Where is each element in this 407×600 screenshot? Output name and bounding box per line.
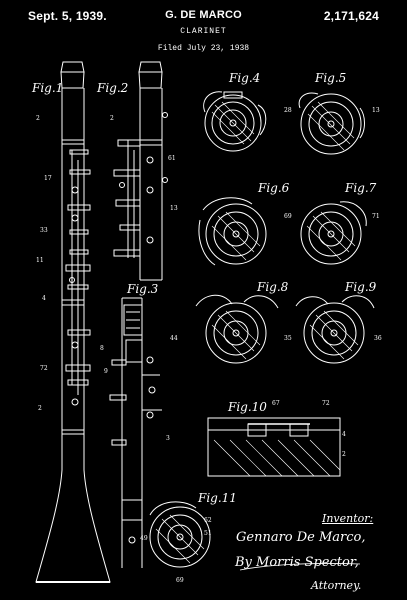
svg-text:17: 17	[44, 175, 52, 182]
attorney-caption: Attorney.	[311, 579, 362, 592]
svg-text:3: 3	[166, 435, 170, 442]
svg-text:11: 11	[36, 257, 44, 264]
svg-text:61: 61	[168, 155, 176, 162]
fig6-label: Fig.6	[257, 181, 290, 195]
reference-numerals: 2 2 17 33 11 4 72 2 8 9 61 13 44 3 28 13…	[36, 107, 382, 584]
svg-text:33: 33	[40, 227, 48, 234]
fig8-label: Fig.8	[256, 280, 289, 294]
signature-flourish	[239, 563, 361, 571]
svg-text:69: 69	[176, 577, 184, 584]
inventor-caption: Inventor:	[322, 512, 374, 525]
svg-text:2: 2	[36, 115, 40, 122]
key-ring-fig6-drawing	[198, 197, 267, 266]
fig2-label: Fig.2	[96, 81, 128, 95]
attorney-signature: By Morris Spector,	[235, 555, 359, 570]
svg-text:62: 62	[204, 517, 212, 524]
svg-text:8: 8	[100, 345, 104, 352]
filing-date: Filed July 23, 1938	[157, 44, 250, 53]
patent-date: Sept. 5, 1939.	[28, 9, 107, 23]
patent-title: CLARINET	[180, 27, 227, 36]
fig11-label: Fig.11	[197, 491, 237, 505]
svg-text:36: 36	[374, 335, 382, 342]
svg-text:72: 72	[322, 400, 330, 407]
svg-text:2: 2	[342, 451, 346, 458]
svg-text:72: 72	[40, 365, 48, 372]
patent-number: 2,171,624	[323, 9, 379, 23]
key-ring-fig4-drawing	[203, 91, 267, 152]
fig9-label: Fig.9	[344, 280, 377, 294]
svg-text:71: 71	[372, 213, 380, 220]
svg-text:9: 9	[104, 368, 108, 375]
fig7-label: Fig.7	[344, 181, 377, 195]
key-ring-fig7-drawing	[300, 201, 367, 265]
key-ring-fig11-drawing	[149, 501, 211, 568]
svg-text:69: 69	[284, 213, 292, 220]
fig1-label: Fig.1	[31, 81, 63, 95]
svg-text:4: 4	[342, 431, 346, 438]
key-ring-fig5-drawing	[298, 92, 365, 155]
fig10-label: Fig.10	[227, 400, 267, 414]
svg-text:4: 4	[42, 295, 46, 302]
key-ring-fig9-drawing	[295, 295, 375, 364]
fig4-label: Fig.4	[228, 71, 260, 85]
clarinet-fig1-drawing	[35, 61, 111, 583]
inventor-header: G. DE MARCO	[165, 9, 242, 21]
svg-text:2: 2	[38, 405, 42, 412]
svg-text:28: 28	[284, 107, 292, 114]
svg-text:13: 13	[372, 107, 380, 114]
svg-text:51: 51	[204, 530, 212, 537]
inventor-signature: Gennaro De Marco,	[236, 530, 366, 545]
clarinet-fig3-drawing	[109, 297, 162, 568]
key-ring-fig8-drawing	[195, 294, 279, 364]
cross-section-fig10-drawing	[207, 417, 341, 477]
svg-text:49: 49	[140, 535, 148, 542]
svg-text:2: 2	[110, 115, 114, 122]
svg-text:44: 44	[170, 335, 178, 342]
svg-text:67: 67	[272, 400, 280, 407]
fig3-label: Fig.3	[126, 282, 159, 296]
clarinet-fig2-drawing	[113, 61, 168, 281]
svg-text:35: 35	[284, 335, 292, 342]
fig5-label: Fig.5	[314, 71, 346, 85]
svg-text:13: 13	[170, 205, 178, 212]
